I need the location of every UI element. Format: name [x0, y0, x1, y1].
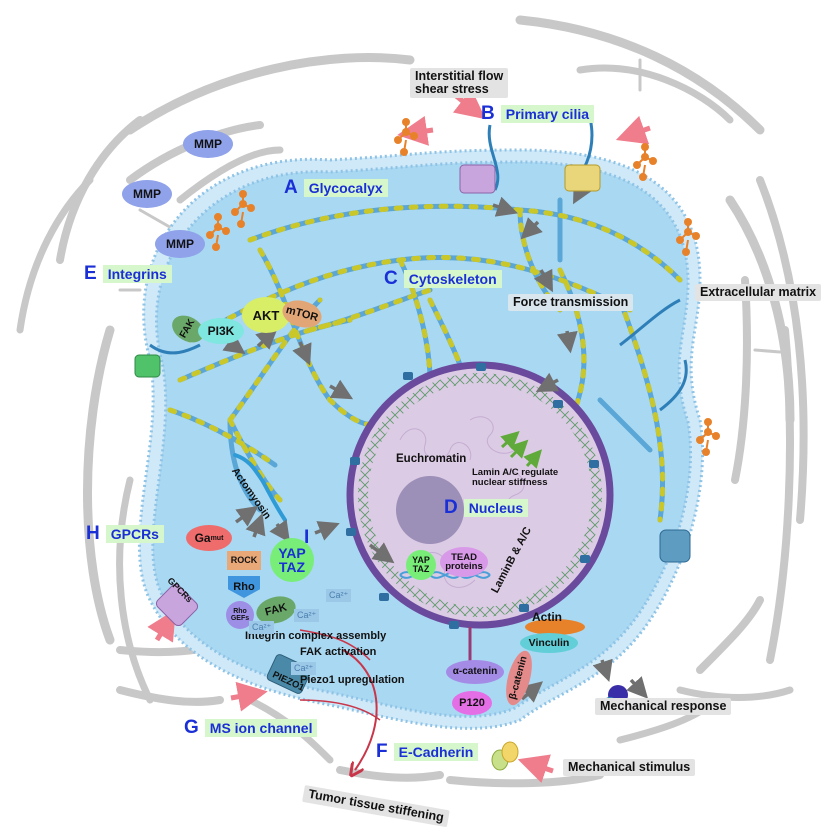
- callout-extracellular-matrix: Extracellular matrix: [695, 284, 822, 302]
- section-name: MS ion channel: [204, 718, 318, 738]
- callout-interstitial-flow: Interstitial flow shear stress: [410, 68, 509, 99]
- rock-protein: ROCK: [227, 551, 261, 570]
- label-line-1: Lamin A/C regulate: [472, 467, 559, 478]
- lamin-arrows: [500, 430, 543, 469]
- section-letter: I: [304, 527, 310, 548]
- calcium-ion: Ca²⁺: [294, 609, 320, 622]
- label-euchromatin: Euchromatin: [396, 453, 467, 465]
- label-line-2: nuclear stiffness: [472, 476, 548, 488]
- taz-label: TAZ: [278, 559, 306, 575]
- section-name: Nucleus: [463, 498, 529, 518]
- rho-gefs-line-1: Rho: [233, 608, 247, 615]
- mmp-enzyme: MMP: [122, 180, 172, 208]
- label-lamin-regulate: Lamin A/C regulate nuclear stiffness: [472, 468, 558, 488]
- calcium-ion: Ca²⁺: [326, 589, 352, 602]
- rho-gefs-line-2: GEFs: [230, 615, 250, 622]
- label-fak-activation: FAK activation: [300, 646, 377, 658]
- vinculin-protein: Vinculin: [520, 633, 578, 653]
- section-e-integrins: E Integrins: [84, 264, 172, 284]
- section-letter: E: [84, 263, 97, 284]
- section-name: Integrins: [102, 264, 172, 284]
- yap-label: YAP: [278, 545, 306, 561]
- mmp-enzyme: MMP: [183, 130, 233, 158]
- tead-line-2: proteins: [445, 561, 483, 572]
- section-letter: C: [384, 268, 398, 289]
- section-letter: B: [481, 103, 495, 124]
- yap-taz-cytoplasmic: YAP TAZ: [270, 538, 314, 582]
- section-letter: G: [184, 717, 199, 738]
- p120-protein: P120: [452, 691, 492, 715]
- alpha-catenin-protein: α-catenin: [446, 660, 504, 684]
- calcium-ion: Ca²⁺: [249, 621, 275, 634]
- label-piezo1-upregulation: Piezo1 upregulation: [300, 674, 405, 686]
- glycocalyx-glycans: [206, 118, 720, 456]
- nucleus: [346, 361, 614, 629]
- yap-taz-nuclear: YAP TAZ: [406, 550, 436, 580]
- callout-line-2: shear stress: [415, 82, 489, 97]
- section-letter: H: [86, 523, 100, 544]
- section-name: GPCRs: [105, 524, 164, 544]
- actin-filament: [525, 619, 585, 635]
- section-a-glycocalyx: A Glycocalyx: [284, 178, 388, 198]
- callout-line-1: Interstitial flow: [415, 69, 504, 83]
- label-integrin-complex-assembly: Integrin complex assembly: [245, 630, 387, 642]
- section-letter: F: [376, 741, 388, 762]
- section-name: E-Cadherin: [393, 742, 479, 762]
- section-name: Cytoskeleton: [403, 269, 502, 289]
- callout-mechanical-stimulus: Mechanical stimulus: [563, 759, 696, 777]
- section-name: Glycocalyx: [303, 178, 388, 198]
- cadherin-extracellular: [491, 741, 519, 771]
- yap-label: YAP: [412, 555, 430, 565]
- callout-force-transmission: Force transmission: [508, 294, 634, 312]
- tumor-stiffening-arrow: [342, 649, 378, 770]
- section-d-nucleus: D Nucleus: [444, 497, 529, 518]
- ga-mut-label: Ga: [194, 531, 211, 545]
- pi3k-protein: PI3K: [198, 318, 244, 344]
- nucleolus: [396, 476, 464, 544]
- callout-mechanical-response: Mechanical response: [595, 698, 732, 716]
- integrin-green-receptor: [134, 354, 161, 378]
- section-name: Primary cilia: [500, 104, 595, 124]
- tead-proteins: TEAD proteins: [440, 547, 488, 577]
- section-c-cytoskeleton: C Cytoskeleton: [384, 269, 502, 289]
- taz-label: TAZ: [412, 564, 430, 574]
- section-letter: D: [444, 497, 458, 518]
- calcium-ion: Ca²⁺: [291, 662, 317, 675]
- nuclear-pores: [346, 363, 599, 629]
- section-f-e-cadherin: F E-Cadherin: [376, 741, 479, 762]
- section-h-gpcrs: H GPCRs: [86, 524, 164, 544]
- section-g-ms-ion-channel: G MS ion channel: [184, 717, 318, 738]
- actin-label: Actin: [532, 610, 562, 624]
- gpcr-receptor: [155, 583, 199, 627]
- cytoskeleton-network: [167, 197, 683, 523]
- section-i-yap-taz: I: [304, 528, 309, 548]
- actomyosin-fiber: [233, 453, 287, 522]
- section-b-primary-cilia: B Primary cilia: [481, 103, 595, 124]
- tead-line-1: TEAD: [451, 551, 477, 563]
- extracellular-matrix-fibers: [16, 15, 808, 788]
- ion-channel-right: [659, 529, 691, 563]
- section-letter: A: [284, 177, 298, 198]
- ga-mut-superscript: mut: [210, 534, 224, 542]
- mmp-enzyme: MMP: [155, 230, 205, 258]
- rho-protein: Rho: [228, 576, 260, 598]
